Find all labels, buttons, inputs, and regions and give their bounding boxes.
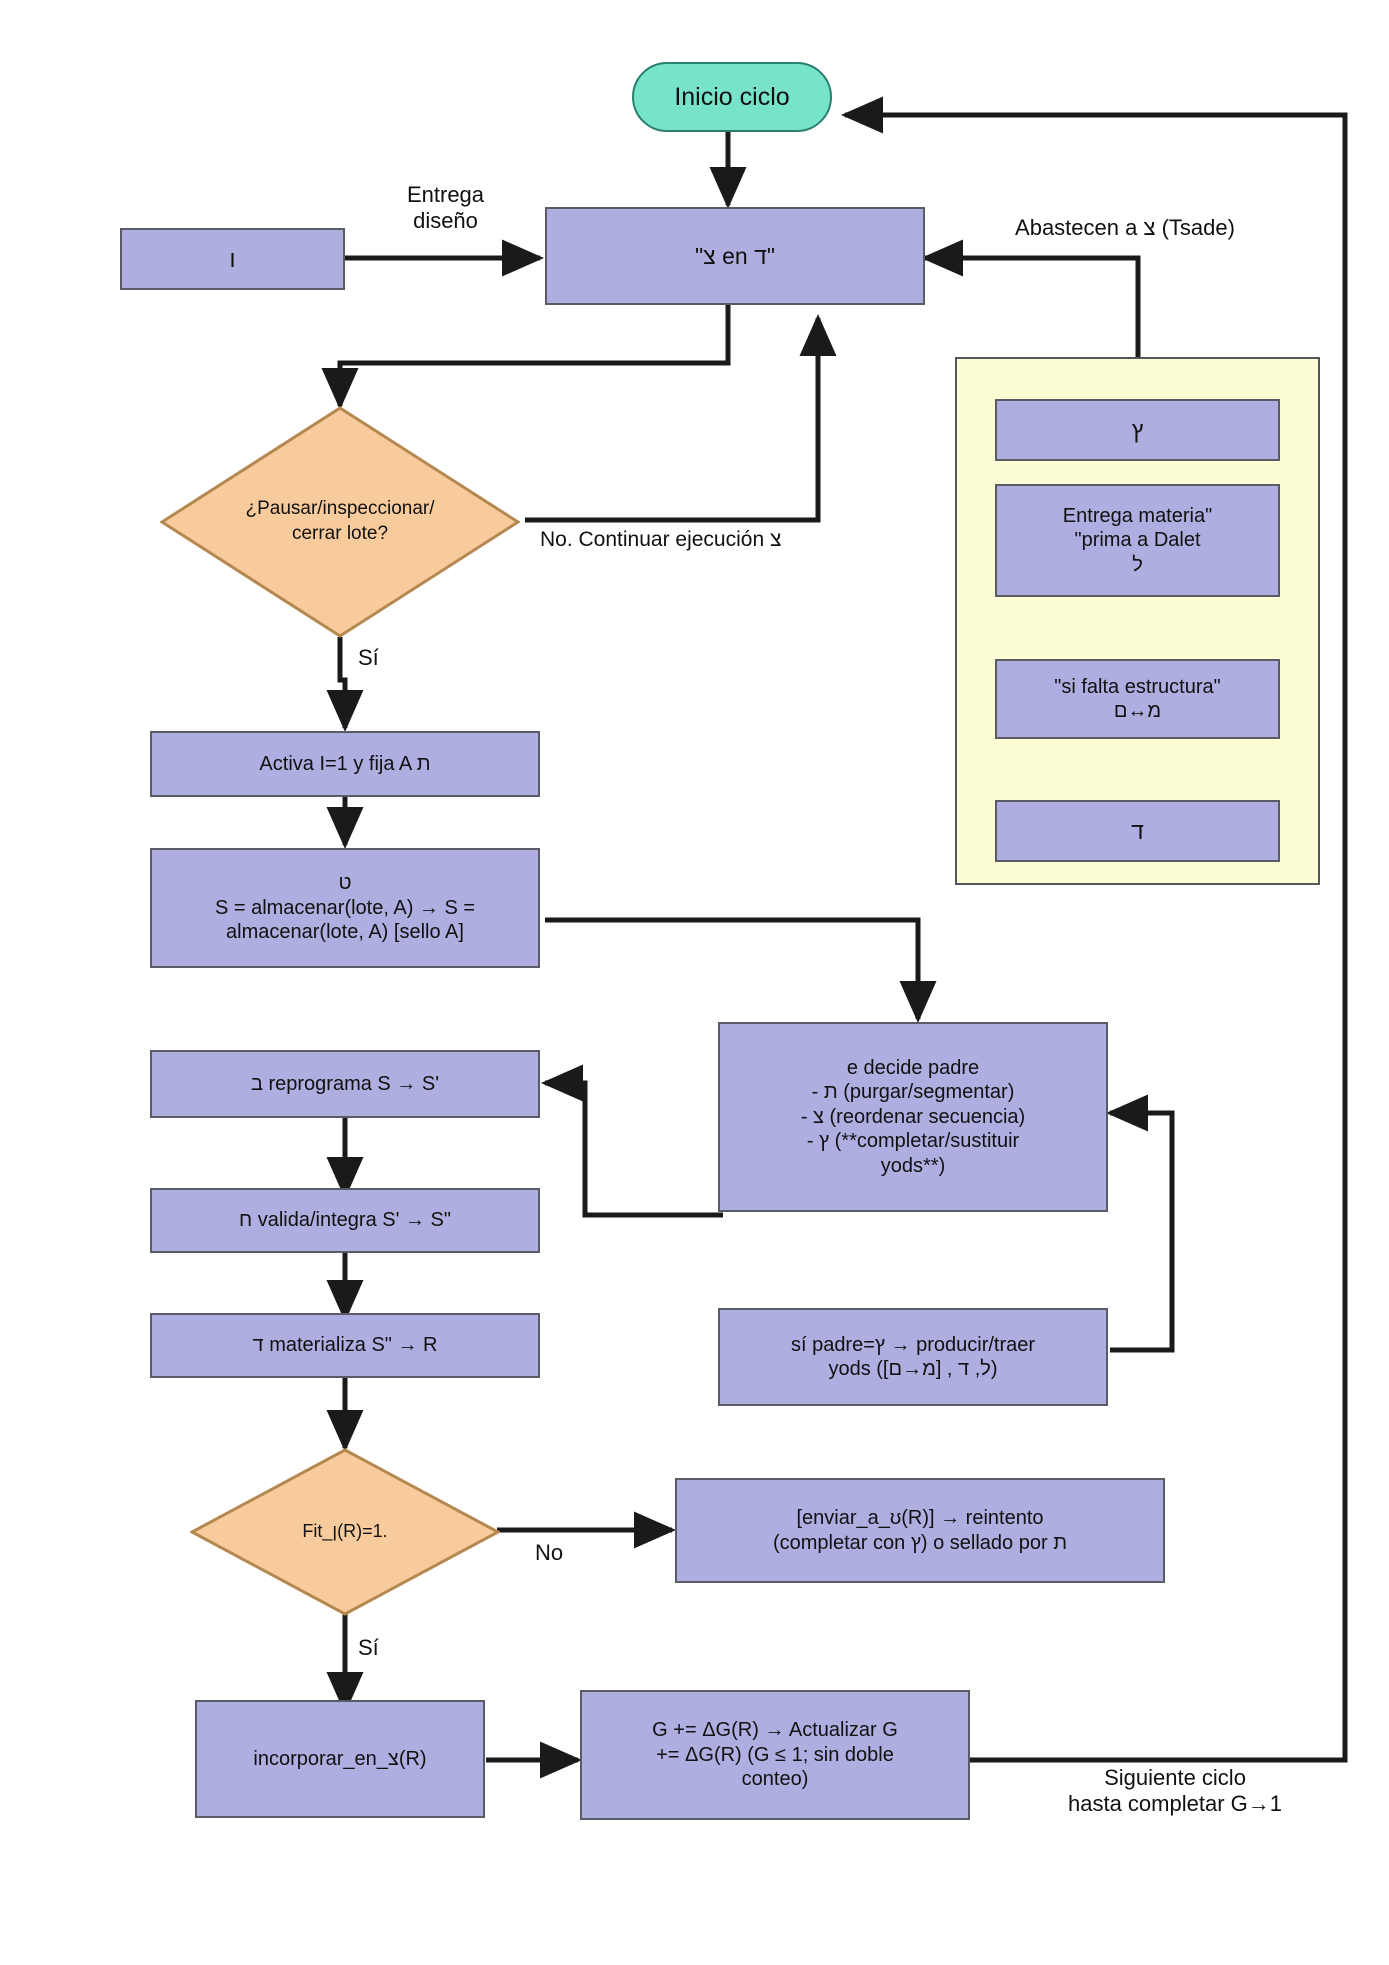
node-materializa[interactable]: ד materializa S" → R (150, 1313, 540, 1378)
group-item-entrega-materia[interactable]: Entrega materia" "prima a Dalet ל (995, 484, 1280, 597)
node-decide-padre[interactable]: e decide padre - ת (purgar/segmentar) - … (718, 1022, 1108, 1212)
edge-label-si-fit: Sí (358, 1635, 379, 1660)
node-decision-pausar[interactable]: ¿Pausar/inspeccionar/ cerrar lote? (160, 406, 520, 638)
edge-label-siguiente-ciclo: Siguiente ciclo hasta completar G→1 (1068, 1765, 1282, 1817)
node-incorporar[interactable]: incorporar_en_צ(R) (195, 1700, 485, 1818)
group-item-tsofit[interactable]: ץ (995, 399, 1280, 461)
node-activa[interactable]: Activa I=1 y fija A ת (150, 731, 540, 797)
edge-label-no-continuar: No. Continuar ejecución צ (540, 528, 782, 551)
node-inicio-ciclo[interactable]: Inicio ciclo (632, 62, 832, 132)
node-decision-fit[interactable]: Fit_ן(R)=1. (190, 1448, 500, 1616)
edge-label-si-pausar: Sí (358, 645, 379, 670)
group-item-dalet[interactable]: ד (995, 800, 1280, 862)
node-reintento[interactable]: [enviar_a_ʊ(R)] → reintento (completar c… (675, 1478, 1165, 1583)
node-reprograma[interactable]: ב reprograma S → S' (150, 1050, 540, 1118)
decision-fit-label: Fit_ן(R)=1. (302, 1521, 388, 1542)
node-valida[interactable]: ח valida/integra S' → S" (150, 1188, 540, 1253)
edge-label-entrega-diseno: Entrega diseño (406, 182, 485, 234)
node-almacenar[interactable]: ט S = almacenar(lote, A) → S = almacenar… (150, 848, 540, 968)
group-item-si-falta-estructura[interactable]: "si falta estructura" מ↔ם (995, 659, 1280, 739)
edge-label-abastecen: Abastecen a צ (Tsade) (1015, 215, 1235, 240)
decision-pausar-label: ¿Pausar/inspeccionar/ cerrar lote? (245, 498, 435, 544)
node-tsade-en-dalet[interactable]: "צ en ד" (545, 207, 925, 305)
node-si-padre[interactable]: sí padre=ץ → producir/traer yods ([מ→ם] … (718, 1308, 1108, 1406)
edge-label-no-fit: No (535, 1540, 564, 1565)
node-actualizar-g[interactable]: G += ΔG(R) → Actualizar G += ΔG(R) (G ≤ … (580, 1690, 970, 1820)
node-vav-source[interactable]: ו (120, 228, 345, 290)
